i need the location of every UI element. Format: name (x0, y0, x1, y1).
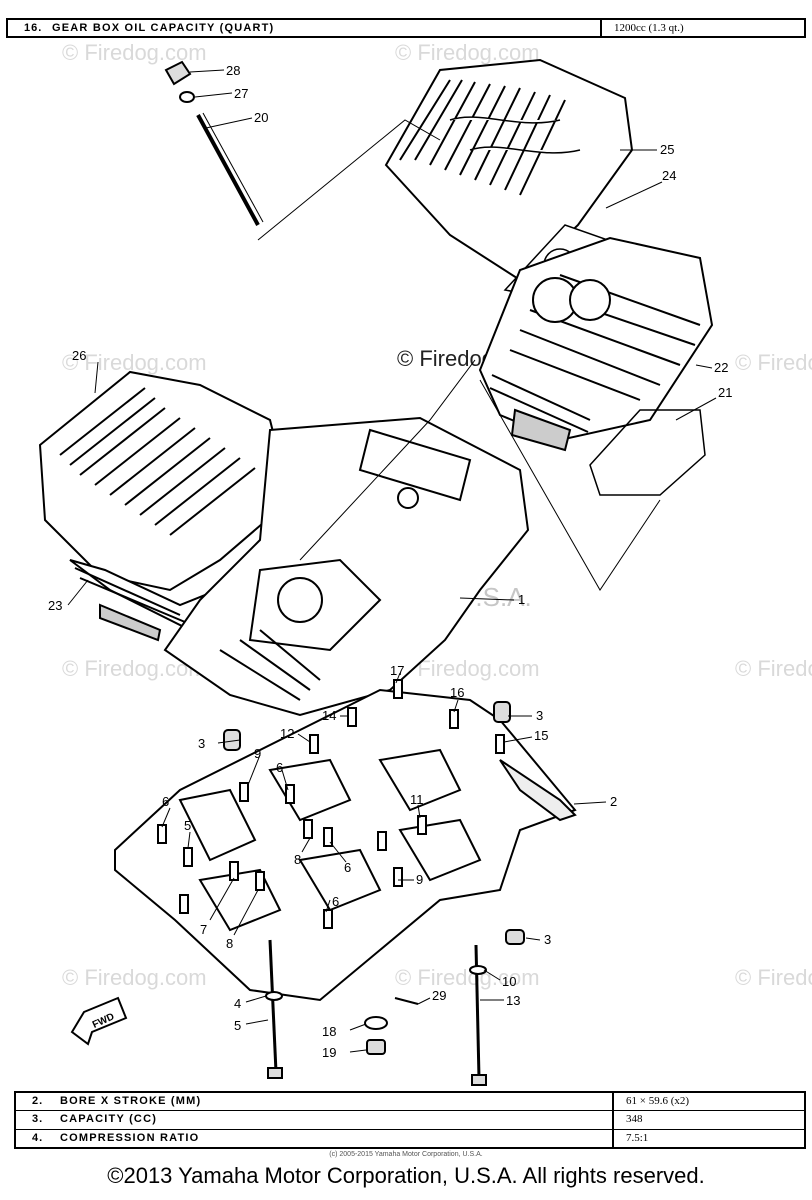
callout-17: 17 (390, 663, 404, 678)
watermark-firedog: © Firedog.com (62, 40, 207, 65)
right-base-gasket (589, 409, 706, 496)
spec-value: 61 × 59.6 (x2) (612, 1093, 804, 1111)
callout-3: 3 (544, 932, 551, 947)
callout-8: 8 (226, 936, 233, 951)
callout-6: 6 (344, 860, 351, 875)
spec-label: GEAR BOX OIL CAPACITY (quart) (52, 22, 275, 34)
callout-5: 5 (184, 818, 191, 833)
leader-lines (67, 69, 717, 1053)
callout-19: 19 (322, 1045, 336, 1060)
spec-number: 4. (32, 1131, 44, 1144)
watermark-firedog: © Firedog.com (735, 656, 812, 681)
watermark-firedog: © Firedog.com (735, 350, 812, 375)
watermark-firedog: © Firedog.com (395, 965, 540, 990)
callout-21: 21 (718, 385, 732, 400)
spec-label: BORE x STROKE (mm) (60, 1095, 202, 1107)
engine-spec-table: 2. BORE x STROKE (mm) 61 × 59.6 (x2) 3. … (14, 1091, 806, 1149)
callout-7: 7 (200, 922, 207, 937)
lower-crankcase (114, 688, 577, 1002)
fasteners (157, 679, 525, 1086)
left-cylinder-head (38, 370, 292, 592)
callout-12: 12 (280, 726, 294, 741)
callout-8: 8 (294, 852, 301, 867)
watermark-firedog: © Firedog.com (395, 40, 540, 65)
spec-number: 2. (32, 1095, 44, 1107)
callout-11: 11 (410, 792, 424, 807)
callout-4: 4 (234, 996, 241, 1011)
watermarks: © Firedog.com © Firedog.com © Firedog.co… (62, 40, 812, 990)
spec-number: 16. (24, 22, 43, 34)
callout-24: 24 (662, 168, 676, 183)
spec-value: 7.5:1 (612, 1129, 804, 1147)
spec-row: 4. COMPRESSION RATIO 7.5:1 (16, 1129, 804, 1147)
stud-assembly (164, 60, 264, 226)
spec-value: 348 (612, 1111, 804, 1129)
callout-10: 10 (502, 974, 516, 989)
callout-16: 16 (450, 685, 464, 700)
callout-28: 28 (226, 63, 240, 78)
callout-25: 25 (660, 142, 674, 157)
spec-row: 16. GEAR BOX OIL CAPACITY (quart) 1200cc… (8, 20, 804, 36)
spec-row: 2. BORE x STROKE (mm) 61 × 59.6 (x2) (16, 1093, 804, 1112)
callout-27: 27 (234, 86, 248, 101)
callout-13: 13 (506, 993, 520, 1008)
callout-14: 14 (322, 708, 336, 723)
callout-15: 15 (534, 728, 548, 743)
callout-9: 9 (416, 872, 423, 887)
right-cylinder-head (384, 58, 634, 282)
fwd-arrow-icon: FWD (70, 996, 128, 1046)
callout-23: 23 (48, 598, 62, 613)
copyright-notice: ©2013 Yamaha Motor Corporation, U.S.A. A… (107, 1163, 705, 1188)
small-copyright: (c) 2005-2015 Yamaha Motor Corporation, … (329, 1151, 483, 1158)
callout-6: 6 (162, 794, 169, 809)
gearbox-spec-table: 16. GEAR BOX OIL CAPACITY (quart) 1200cc… (6, 18, 806, 38)
callout-numbers: 28 27 20 25 24 22 21 26 23 1 17 16 3 15 … (48, 63, 732, 1060)
callout-5: 5 (234, 1018, 241, 1033)
callout-9: 9 (254, 746, 261, 761)
callout-22: 22 (714, 360, 728, 375)
callout-2: 2 (610, 794, 617, 809)
callout-26: 26 (72, 348, 86, 363)
callout-29: 29 (432, 988, 446, 1003)
callout-3: 3 (198, 736, 205, 751)
callout-6: 6 (276, 760, 283, 775)
watermark-firedog: © Firedog.com (62, 350, 207, 375)
watermark-firedog: © Firedog.com (735, 965, 812, 990)
upper-crankcase (163, 416, 530, 717)
engine-exploded-diagram: © Firedog.com © Firedog.com © Firedog.co… (38, 40, 812, 1086)
watermark-firedog: © Firedog.com (62, 965, 207, 990)
spec-number: 3. (32, 1113, 44, 1126)
callout-3: 3 (536, 708, 543, 723)
callout-18: 18 (322, 1024, 336, 1039)
callout-20: 20 (254, 110, 268, 125)
callout-1: 1 (518, 592, 525, 607)
spec-row: 3. CAPACITY (cc) 348 (16, 1111, 804, 1130)
right-cylinder (478, 236, 714, 452)
callout-6: 6 (332, 894, 339, 909)
spec-label: CAPACITY (cc) (60, 1113, 158, 1126)
spec-value: 1200cc (1.3 qt.) (600, 20, 804, 36)
spec-label: COMPRESSION RATIO (60, 1131, 200, 1144)
